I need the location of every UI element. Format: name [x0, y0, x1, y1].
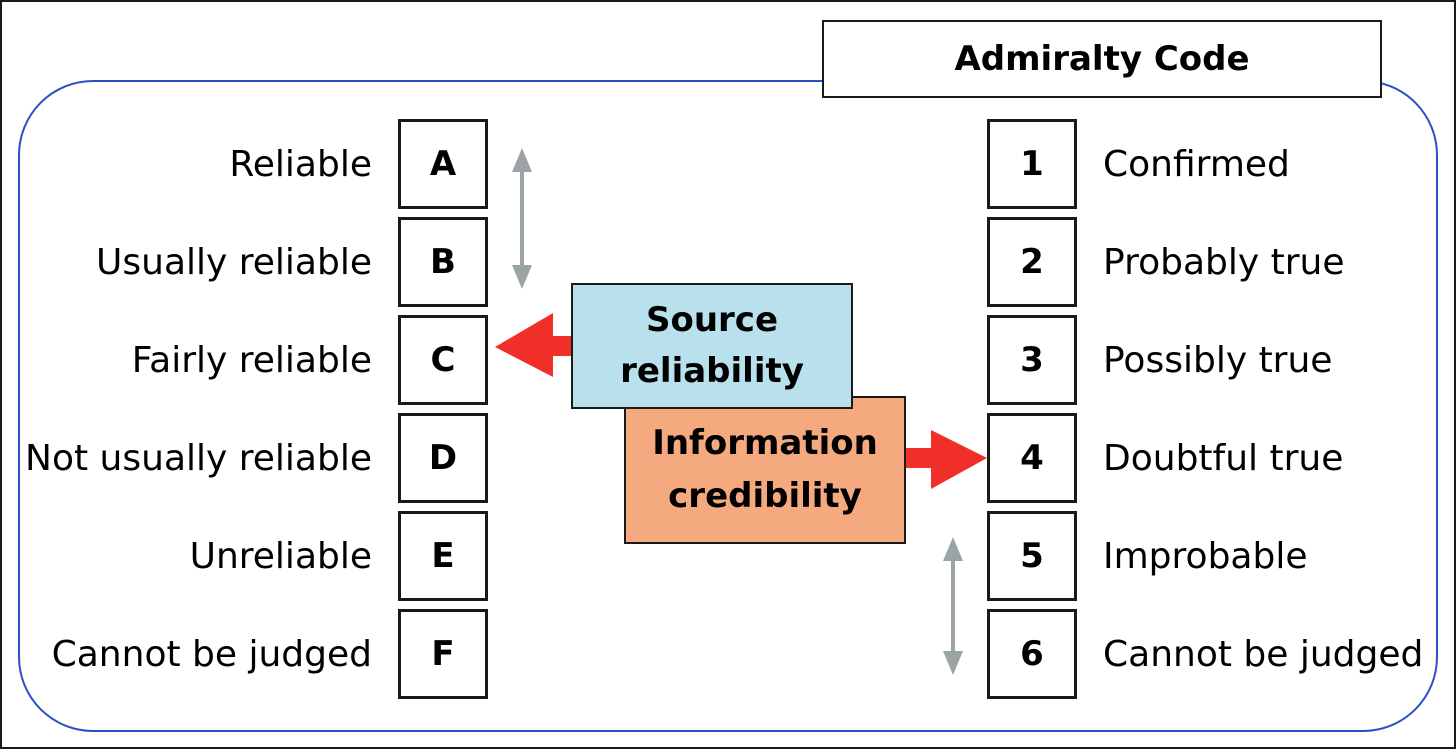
info-code-4: 4	[987, 413, 1077, 503]
info-label-1: Confirmed	[1103, 144, 1290, 185]
source-code-c: C	[398, 315, 488, 405]
source-label-a: Reliable	[229, 144, 372, 185]
info-label-3: Possibly true	[1103, 340, 1333, 381]
info-code-3: 3	[987, 315, 1077, 405]
info-code-5: 5	[987, 511, 1077, 601]
source-label-d: Not usually reliable	[25, 438, 372, 479]
diagram-title: Admiralty Code	[822, 20, 1382, 98]
source-code-f: F	[398, 609, 488, 699]
info-label-4: Doubtful true	[1103, 438, 1344, 479]
information-credibility-box: Information credibility	[624, 396, 906, 544]
source-code-a: A	[398, 119, 488, 209]
info-label-6: Cannot be judged	[1103, 634, 1424, 675]
source-code-b: B	[398, 217, 488, 307]
info-code-2: 2	[987, 217, 1077, 307]
source-code-e: E	[398, 511, 488, 601]
source-label-b: Usually reliable	[96, 242, 372, 283]
info-label-2: Probably true	[1103, 242, 1345, 283]
source-label-f: Cannot be judged	[51, 634, 372, 675]
rounded-frame	[18, 80, 1438, 732]
source-label-e: Unreliable	[189, 536, 372, 577]
source-label-c: Fairly reliable	[131, 340, 372, 381]
info-box-line2: credibility	[668, 476, 862, 516]
source-box-line1: Source	[645, 300, 779, 340]
source-reliability-box: Source reliability	[571, 283, 853, 409]
info-code-1: 1	[987, 119, 1077, 209]
info-code-6: 6	[987, 609, 1077, 699]
info-box-line1: Information	[652, 423, 878, 464]
info-label-5: Improbable	[1103, 536, 1308, 577]
source-box-line2: reliability	[620, 351, 804, 391]
source-code-d: D	[398, 413, 488, 503]
